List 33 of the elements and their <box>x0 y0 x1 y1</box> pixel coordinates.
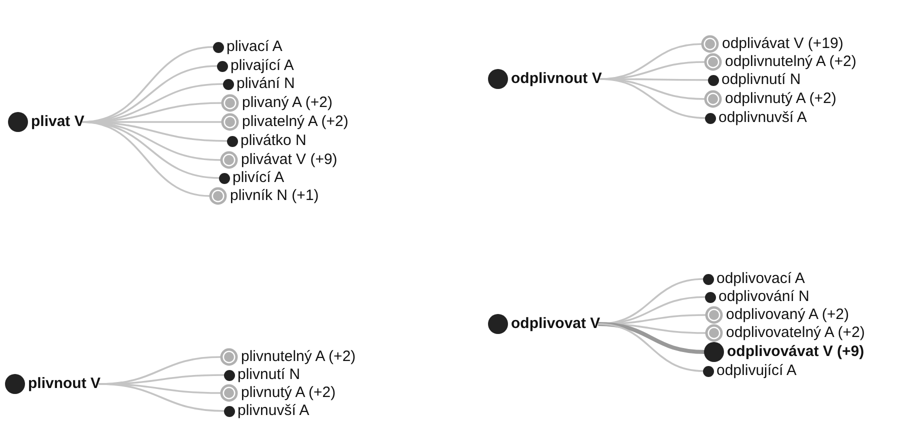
word-label: plivací A <box>226 38 282 56</box>
branch-line <box>598 322 706 354</box>
word-label: plivící A <box>232 169 284 187</box>
word-label: odplivování N <box>718 288 810 306</box>
word-label: plivání N <box>236 75 295 93</box>
word-label: odplivnutý A (+2) <box>725 90 836 108</box>
word-label: plivat V <box>31 113 84 131</box>
word-label: plivaný A (+2) <box>242 94 332 112</box>
word-label: odplivovatelný A (+2) <box>726 324 865 342</box>
word-label: odplivnuvší A <box>718 109 807 127</box>
word-label: odplivnutelný A (+2) <box>725 53 856 71</box>
word-label: odplivovací A <box>716 270 805 288</box>
word-label: plivnutí N <box>238 366 300 384</box>
branch-line <box>598 323 704 372</box>
word-label: plivnutelný A (+2) <box>241 348 356 366</box>
word-label: plivátko N <box>240 132 306 150</box>
word-label: plivatelný A (+2) <box>242 113 348 131</box>
branch-line <box>600 78 706 119</box>
word-label: odplivnutí N <box>722 71 801 89</box>
word-label: plivník N (+1) <box>230 187 319 205</box>
word-label: plivnout V <box>28 375 100 393</box>
word-label: plivávat V (+9) <box>241 151 338 169</box>
word-label: plivnuvší A <box>238 402 310 420</box>
word-label: odplivovávat V (+9) <box>727 343 864 361</box>
word-label: odplivovat V <box>511 315 600 333</box>
branch-line <box>98 383 225 412</box>
word-label: odplivovaný A (+2) <box>726 306 849 324</box>
word-label: odplivávat V (+19) <box>722 35 844 53</box>
word-label: odplivnout V <box>511 70 602 88</box>
word-label: plivnutý A (+2) <box>241 384 336 402</box>
word-label: odplivující A <box>716 362 797 380</box>
branch-line <box>82 121 210 197</box>
word-label: plivající A <box>230 57 294 75</box>
